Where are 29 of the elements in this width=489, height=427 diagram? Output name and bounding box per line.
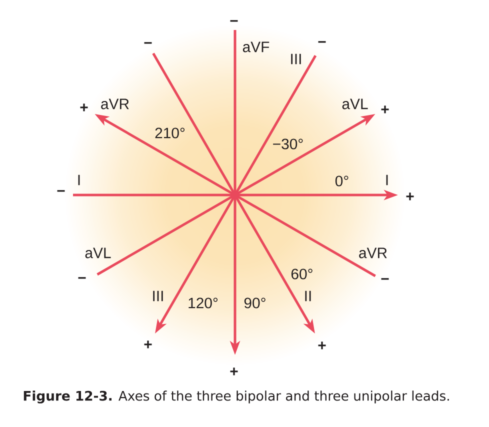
lead-label: aVF xyxy=(242,42,270,52)
plus-sign: + xyxy=(406,192,414,200)
plus-sign: + xyxy=(230,368,238,376)
minus-sign: − xyxy=(230,20,238,22)
lead-label: aVR xyxy=(359,248,387,258)
angle-label: 90° xyxy=(244,298,266,308)
plus-sign: + xyxy=(80,104,88,112)
figure-caption: Figure 12-3. Axes of the three bipolar and three unipolar leads. xyxy=(24,390,449,404)
lead-label: aVL xyxy=(85,248,111,258)
lead-label: III xyxy=(153,290,163,302)
minus-sign: − xyxy=(144,42,152,44)
minus-sign: − xyxy=(318,41,326,43)
lead-label: I xyxy=(78,174,80,186)
minus-sign: − xyxy=(78,277,86,279)
angle-label: 120° xyxy=(188,298,218,308)
plus-sign: + xyxy=(318,342,326,350)
lead-label: aVR xyxy=(101,98,129,110)
lead-label: III xyxy=(291,54,301,64)
angle-label: 60° xyxy=(291,268,312,280)
angle-label: 0° xyxy=(335,176,348,186)
minus-sign: − xyxy=(381,278,389,280)
lead-label: aVL xyxy=(342,98,368,110)
lead-label: I xyxy=(386,174,388,186)
plus-sign: + xyxy=(144,340,152,348)
angle-label: −30° xyxy=(273,138,303,150)
plus-sign: + xyxy=(381,106,389,114)
angle-label: 210° xyxy=(155,128,185,138)
minus-sign: − xyxy=(57,190,65,192)
lead-label: II xyxy=(305,290,311,302)
